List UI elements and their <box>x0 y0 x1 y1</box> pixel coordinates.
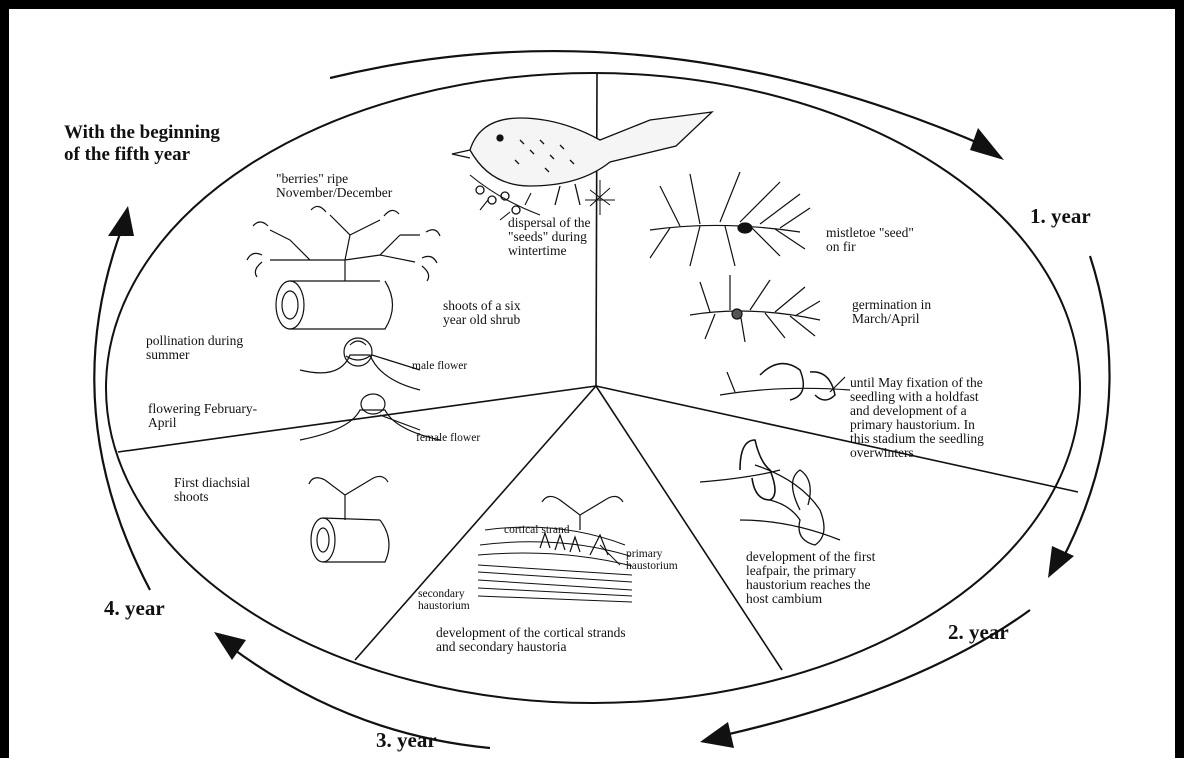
mistletoe-seed-label: mistletoe "seed" on fir <box>826 226 914 254</box>
germination-label: germination in March/April <box>852 298 931 326</box>
shrub-icon <box>247 206 440 329</box>
fixation-label: until May fixation of the seedling with … <box>850 376 984 460</box>
first-shoots-label: First diachsial shoots <box>174 476 250 504</box>
secondary-haustorium-label: secondary haustorium <box>418 588 470 612</box>
haustorium-section-icon <box>478 496 632 602</box>
year-2-label: 2. year <box>948 620 1009 645</box>
berries-label: "berries" ripe November/December <box>276 172 392 200</box>
pollination-label: pollination during summer <box>146 334 243 362</box>
first-shoots-icon <box>309 476 389 562</box>
shoots-six-label: shoots of a six year old shrub <box>443 299 521 327</box>
leafpair-label: development of the first leafpair, the p… <box>746 550 875 606</box>
flowering-label: flowering February- April <box>148 402 257 430</box>
cortical-strand-label: cortical strand <box>504 524 569 536</box>
primary-haustorium-label: primary haustorium <box>626 548 678 572</box>
seedling-icon <box>690 275 850 500</box>
dispersal-label: dispersal of the "seeds" during winterti… <box>508 216 590 258</box>
year-1-label: 1. year <box>1030 204 1091 229</box>
cortical-dev-label: development of the cortical strands and … <box>436 626 626 654</box>
thrush-bird-icon <box>452 112 712 220</box>
male-flower-label: male flower <box>412 360 467 372</box>
fir-twig-icon <box>650 172 810 266</box>
leafpair-icon <box>740 465 840 545</box>
year-4-label: 4. year <box>104 596 165 621</box>
fifth-year-heading: With the beginning of the fifth year <box>64 122 220 166</box>
female-flower-label: female flower <box>416 432 480 444</box>
year-3-label: 3. year <box>376 728 437 753</box>
